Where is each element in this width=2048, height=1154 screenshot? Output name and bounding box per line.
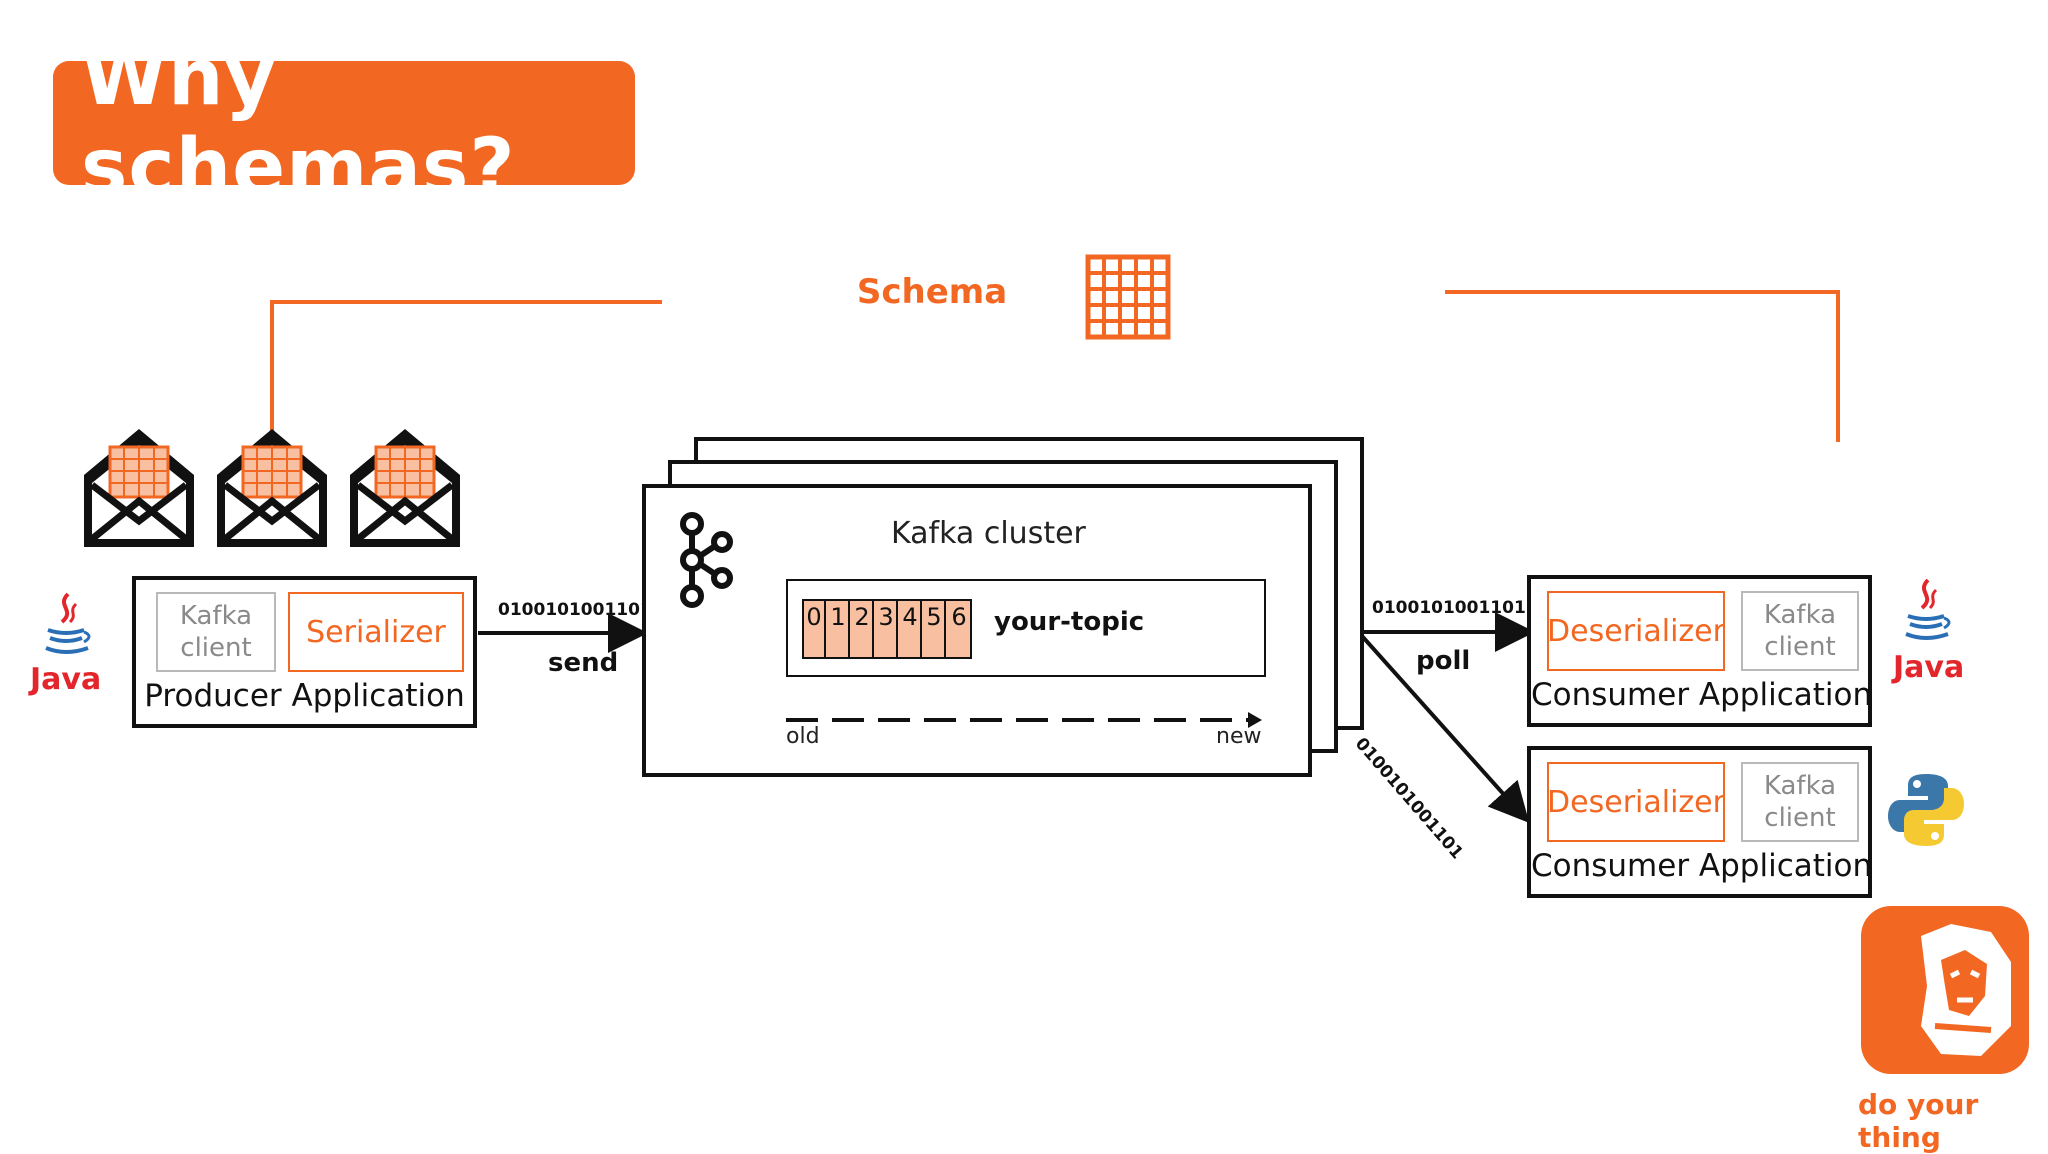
schema-label: Schema (856, 272, 1008, 312)
kafka-client-box: Kafka client (1741, 762, 1859, 842)
partition-cell: 0 (804, 601, 826, 657)
partition-cell: 1 (828, 601, 850, 657)
envelope-icon (84, 429, 194, 547)
send-bits: 0100101001101 (498, 600, 652, 620)
partition-cell: 2 (852, 601, 874, 657)
partition-cell: 4 (900, 601, 922, 657)
poll-bits: 0100101001101 (1372, 598, 1526, 618)
kafka-client-box: Kafka client (156, 592, 276, 672)
poll-arrow-diagonal (1360, 634, 1530, 823)
consumer-app-label: Consumer Application (1531, 677, 1873, 713)
java-logo-icon (1905, 578, 1951, 640)
cluster-title: Kafka cluster (891, 516, 1086, 551)
envelope-icon (350, 429, 460, 547)
producer-app-label: Producer Application (144, 678, 465, 714)
table-grid-icon (1085, 254, 1171, 340)
kafka-logo-icon (680, 512, 733, 608)
java-label: Java (30, 662, 102, 697)
envelope-icon (217, 429, 327, 547)
consumer-application: Deserializer Kafka client Consumer Appli… (1527, 575, 1872, 727)
poll-label: poll (1416, 646, 1471, 676)
brand-tagline: do your thing (1858, 1088, 1979, 1154)
page-title: Why schemas? (81, 33, 516, 213)
producer-application: Kafka client Serializer Producer Applica… (132, 576, 477, 728)
kafka-client-box: Kafka client (1741, 591, 1859, 671)
kafka-cluster: Kafka cluster 0 1 2 3 4 5 6 your-topic o… (642, 484, 1312, 777)
java-logo-icon (45, 592, 91, 654)
old-label: old (786, 724, 820, 749)
topic-name: your-topic (994, 607, 1145, 637)
new-label: new (1216, 724, 1262, 749)
deserializer-box: Deserializer (1547, 762, 1725, 842)
partition-cell: 5 (924, 601, 946, 657)
lion-icon (1921, 924, 2011, 1056)
serializer-box: Serializer (288, 592, 464, 672)
topic-box: 0 1 2 3 4 5 6 your-topic (786, 579, 1266, 677)
python-logo-icon (1888, 774, 1964, 846)
java-label: Java (1893, 650, 1965, 685)
send-label: send (548, 648, 619, 678)
title-banner: Why schemas? (53, 33, 635, 213)
partition-cell: 6 (948, 601, 970, 657)
consumer-application: Deserializer Kafka client Consumer Appli… (1527, 746, 1872, 898)
partition-strip: 0 1 2 3 4 5 6 (802, 599, 972, 659)
consumer-app-label: Consumer Application (1531, 848, 1873, 884)
schema-line-right (1445, 290, 1840, 442)
schema-line-left (270, 300, 662, 440)
lion-logo (1861, 906, 2029, 1074)
deserializer-box: Deserializer (1547, 591, 1725, 671)
partition-cell: 3 (876, 601, 898, 657)
timeline-arrow (786, 712, 1262, 728)
